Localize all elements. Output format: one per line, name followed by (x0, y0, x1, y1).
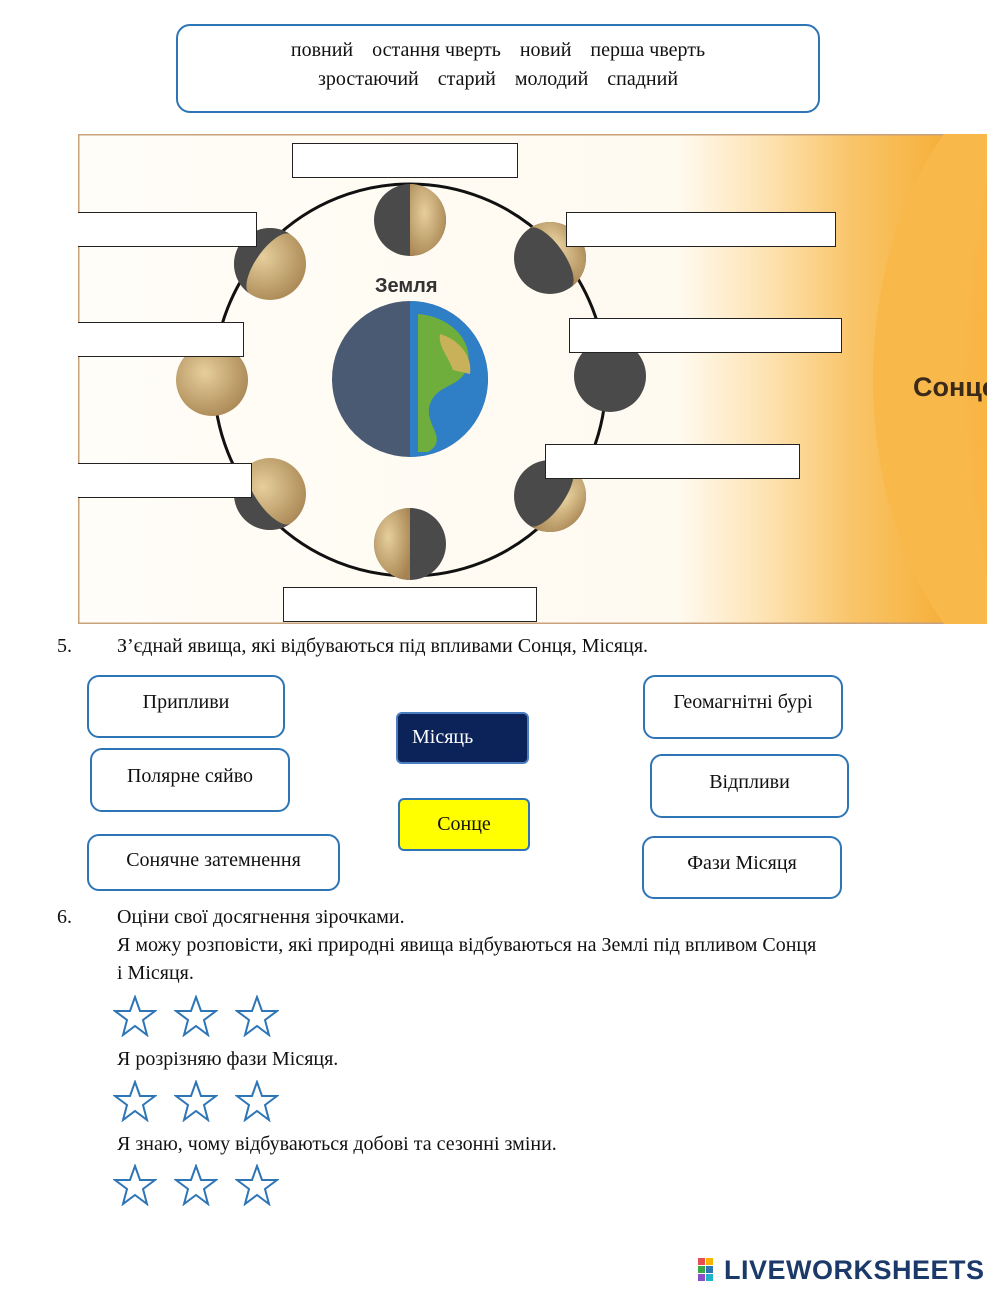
moon-target-button[interactable]: Місяць (396, 712, 529, 764)
statement-3: Я знаю, чому відбуваються добові та сезо… (117, 1133, 557, 1155)
answer-box-top-left[interactable] (78, 212, 257, 247)
word-option[interactable]: перша чверть (590, 39, 706, 61)
answer-box-right[interactable] (569, 318, 842, 353)
answer-box-bottom[interactable] (283, 587, 537, 622)
answer-box-top-right[interactable] (566, 212, 836, 247)
moon-right (574, 340, 646, 412)
star-icon[interactable] (113, 1164, 157, 1206)
word-option[interactable]: зростаючий (317, 68, 419, 90)
sun-target-button[interactable]: Сонце (398, 798, 530, 851)
earth-label: Земля (375, 275, 438, 297)
moon-bottom-left (234, 458, 306, 530)
word-option[interactable]: новий (519, 39, 572, 61)
question-6-number: 6. (57, 906, 72, 928)
answer-box-bottom-right[interactable] (545, 444, 800, 479)
answer-box-top[interactable] (292, 143, 518, 178)
word-bank-row-1: повний остання чверть новий перша чверть (178, 36, 818, 65)
star-icon[interactable] (113, 1080, 157, 1122)
star-icon[interactable] (174, 995, 218, 1037)
word-option[interactable]: повний (290, 39, 354, 61)
star-icon[interactable] (174, 1080, 218, 1122)
match-item-moon-phases[interactable]: Фази Місяця (642, 836, 842, 899)
star-rating-3 (113, 1164, 293, 1212)
sun-label: Сонце (913, 372, 987, 402)
star-icon[interactable] (235, 1164, 279, 1206)
word-option[interactable]: остання чверть (372, 39, 501, 61)
star-icon[interactable] (235, 995, 279, 1037)
sun-disc (873, 134, 987, 624)
statement-1-line-2: і Місяця. (117, 962, 194, 984)
word-bank-row-2: зростаючий старий молодий спадний (178, 65, 818, 94)
star-rating-1 (113, 995, 293, 1043)
liveworksheets-logo: LIVEWORKSHEETS (724, 1255, 985, 1285)
match-item-aurora[interactable]: Полярне сяйво (90, 748, 290, 812)
star-icon[interactable] (174, 1164, 218, 1206)
star-rating-2 (113, 1080, 293, 1128)
moon-phase-diagram: Сонце Земля (78, 134, 987, 624)
question-5-text: З’єднай явища, які відбуваються під впли… (117, 635, 649, 657)
moon-left (176, 344, 248, 416)
answer-box-left[interactable] (78, 322, 244, 357)
match-item-solar-eclipse[interactable]: Сонячне затемнення (87, 834, 340, 891)
liveworksheets-logo-icon (698, 1258, 713, 1281)
word-option[interactable]: спадний (607, 68, 679, 90)
question-5-number: 5. (57, 635, 72, 657)
answer-box-bottom-left[interactable] (78, 463, 252, 498)
match-item-ebb-tides[interactable]: Відпливи (650, 754, 849, 818)
star-icon[interactable] (235, 1080, 279, 1122)
word-bank: повний остання чверть новий перша чверть… (176, 24, 820, 113)
statement-1-line-1: Я можу розповісти, які природні явища ві… (117, 934, 817, 956)
word-option[interactable]: старий (437, 68, 496, 90)
word-option[interactable]: молодий (514, 68, 589, 90)
match-item-geomagnetic-storms[interactable]: Геомагнітні бурі (643, 675, 843, 739)
question-6-title: Оціни свої досягнення зірочками. (117, 906, 405, 928)
moon-bottom (374, 508, 446, 580)
moon-top (374, 184, 446, 256)
statement-2: Я розрізняю фази Місяця. (117, 1048, 339, 1070)
star-icon[interactable] (113, 995, 157, 1037)
match-item-tides[interactable]: Припливи (87, 675, 285, 738)
moon-phase-illustration: Сонце Земля (78, 134, 987, 624)
